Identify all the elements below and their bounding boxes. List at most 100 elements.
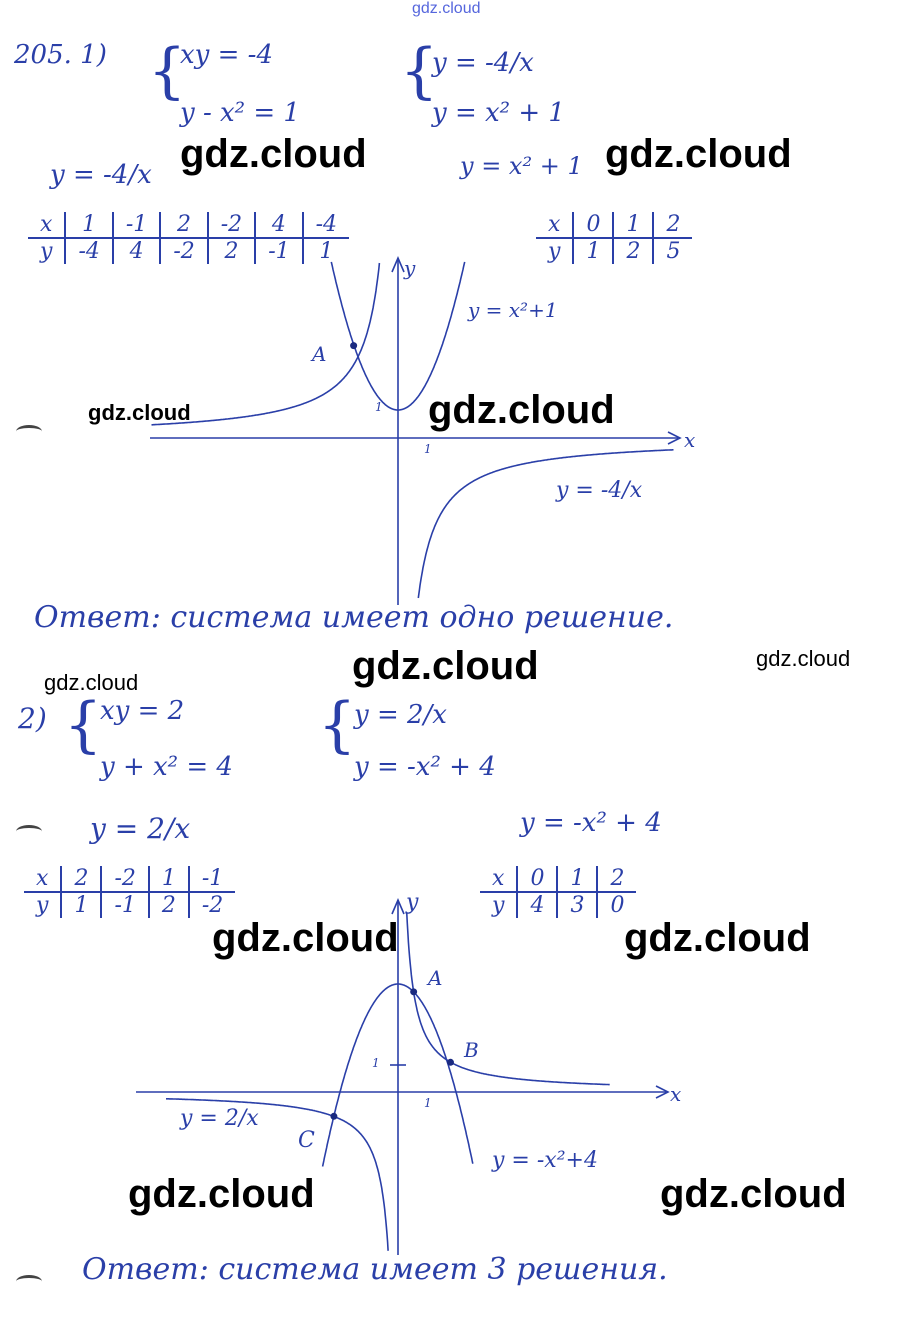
watermark: gdz.cloud: [180, 132, 367, 176]
binder-hole: [16, 825, 42, 838]
cell: 4: [516, 892, 558, 918]
cell: y: [36, 893, 49, 918]
cell: x: [480, 866, 518, 893]
cell: 5: [652, 238, 693, 264]
cell: 4: [111, 238, 161, 264]
cell: -4: [64, 238, 113, 264]
cell: 1: [556, 866, 598, 893]
cell: -4: [301, 212, 350, 239]
point-label-b: B: [464, 1038, 479, 1062]
cell: 0: [516, 866, 558, 893]
cell: -2: [187, 892, 236, 918]
equation: y + x² = 4: [100, 752, 233, 782]
y-axis-arrow: [391, 897, 405, 915]
cell: x: [28, 212, 66, 239]
equation: xy = 2: [100, 696, 185, 726]
cell: 2: [159, 212, 208, 239]
binder-hole: [16, 1275, 42, 1288]
cell: -1: [100, 892, 149, 918]
axis-label-y: y: [406, 890, 419, 915]
tick-label: 1: [424, 442, 432, 456]
curve-label-hyperbola: y = -4/x: [556, 478, 643, 503]
equation: y = x² + 1: [432, 98, 565, 128]
point-label-a: A: [312, 342, 327, 366]
cell: y: [40, 239, 53, 264]
hyperbola-right-branch: [417, 449, 674, 599]
cell: 2: [206, 238, 256, 264]
curve-label-parabola: y = x²+1: [468, 298, 558, 322]
equation: y = -x² + 4: [354, 752, 496, 782]
function-label: y = x² + 1: [460, 152, 583, 180]
cell: 1: [64, 212, 113, 239]
problem-number: 205. 1): [14, 40, 107, 70]
cell: 4: [254, 212, 303, 239]
cell: 1: [147, 866, 189, 893]
cell: 1: [612, 212, 654, 239]
point-label-c: C: [298, 1128, 315, 1153]
watermark: gdz.cloud: [624, 916, 811, 960]
watermark: gdz.cloud: [128, 1172, 315, 1216]
equation: xy = -4: [180, 40, 273, 70]
x-axis-arrow: [655, 1085, 670, 1099]
point-label-a: A: [428, 966, 443, 990]
cell: y: [548, 239, 561, 264]
x-axis-arrow: [667, 431, 682, 445]
answer: Ответ: система имеет одно решение.: [34, 600, 674, 635]
watermark: gdz.cloud: [428, 388, 615, 432]
equation: y = -4/x: [432, 48, 534, 78]
intersection-point-a: [410, 988, 418, 996]
watermark: gdz.cloud: [88, 400, 191, 425]
answer: Ответ: система имеет 3 решения.: [82, 1252, 668, 1287]
hyperbola-left-branch: [166, 1098, 389, 1251]
cell: 1: [572, 238, 614, 264]
axis-label-y: y: [404, 256, 416, 280]
cell: 2: [147, 892, 189, 918]
tick-label: 1: [372, 1056, 380, 1070]
watermark-top: gdz.cloud: [412, 0, 481, 17]
watermark: gdz.cloud: [660, 1172, 847, 1216]
hyperbola-right-branch: [405, 911, 610, 1086]
tick-label: 1: [375, 400, 383, 414]
cell: -2: [100, 866, 149, 893]
cell: x: [24, 866, 62, 893]
brace: {: [400, 36, 439, 106]
binder-hole: [16, 425, 42, 438]
axis-label-x: x: [684, 428, 696, 452]
curve-label-parabola: y = -x²+4: [492, 1148, 598, 1173]
watermark: gdz.cloud: [352, 644, 539, 688]
cell: 3: [556, 892, 598, 918]
cell: 1: [60, 892, 102, 918]
hyperbola-left-branch: [151, 262, 381, 426]
cell: 2: [612, 238, 654, 264]
cell: 2: [596, 866, 637, 893]
watermark: gdz.cloud: [212, 916, 399, 960]
cell: -1: [111, 212, 161, 239]
cell: -2: [206, 212, 256, 239]
cell: -1: [254, 238, 303, 264]
problem-number: 2): [18, 702, 47, 735]
cell: 2: [60, 866, 102, 893]
cell: -2: [159, 238, 208, 264]
equation: y = 2/x: [354, 700, 447, 730]
cell: 1: [301, 238, 350, 264]
curve-label-hyperbola: y = 2/x: [180, 1106, 259, 1131]
function-label: y = 2/x: [90, 812, 191, 845]
intersection-point-b: [446, 1058, 454, 1066]
function-label: y = -4/x: [50, 160, 152, 190]
tick-label: 1: [424, 1096, 432, 1110]
intersection-point-c: [330, 1112, 338, 1120]
cell: 0: [596, 892, 637, 918]
cell: y: [492, 893, 505, 918]
intersection-point-a: [350, 342, 358, 350]
cell: x: [536, 212, 574, 239]
brace: {: [318, 690, 357, 760]
watermark: gdz.cloud: [44, 670, 139, 695]
cell: 2: [652, 212, 693, 239]
cell: 0: [572, 212, 614, 239]
brace: {: [64, 690, 103, 760]
watermark: gdz.cloud: [605, 132, 792, 176]
axis-label-x: x: [670, 1082, 682, 1106]
